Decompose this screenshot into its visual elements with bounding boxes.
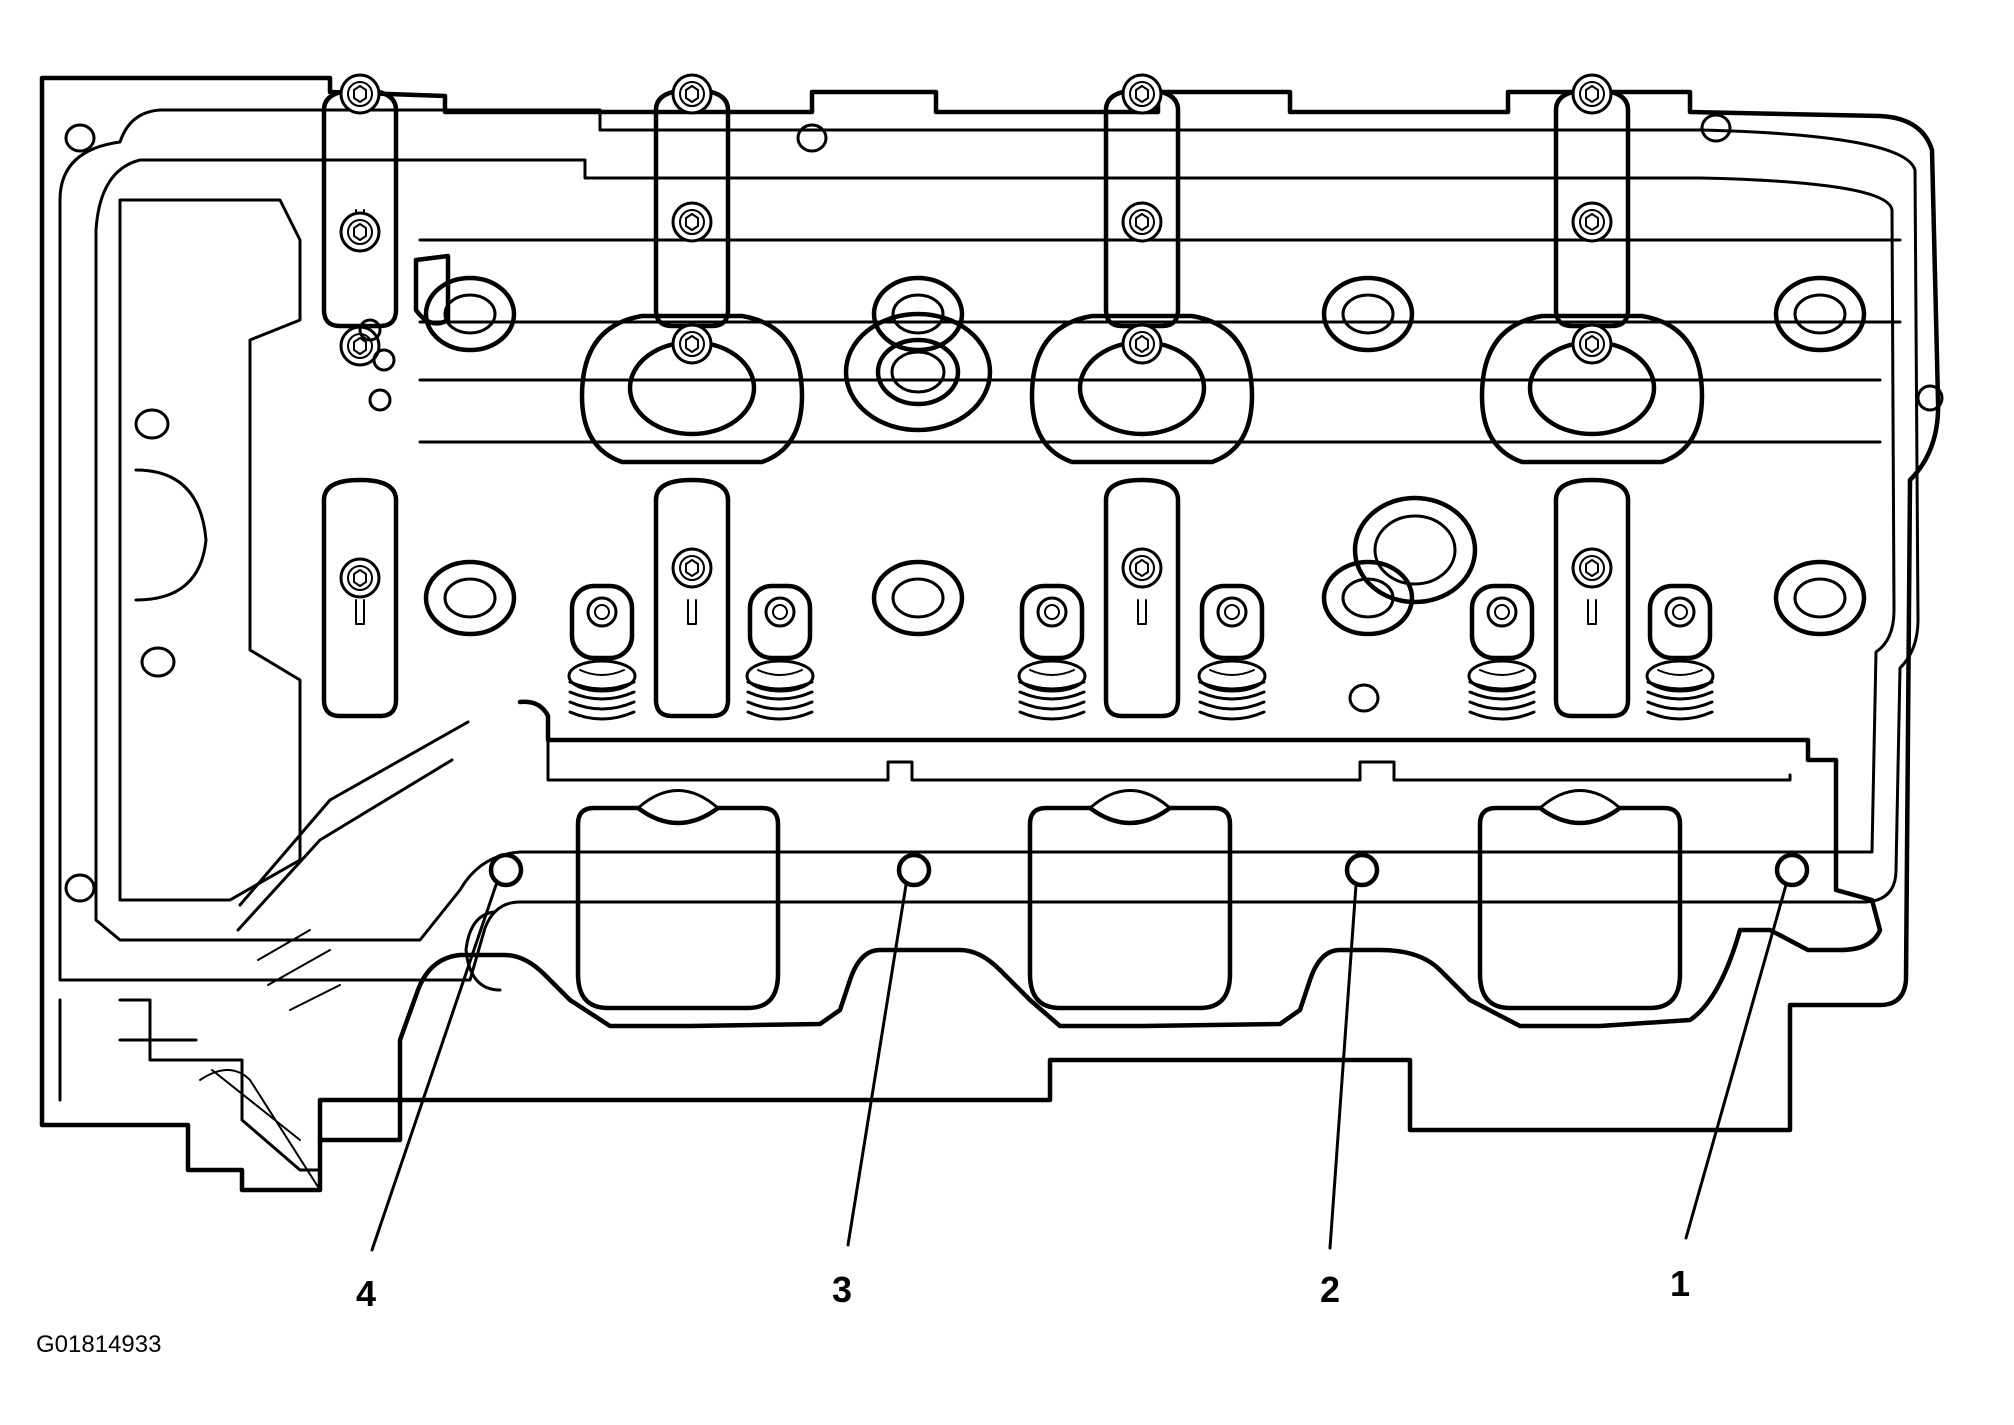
manifold-stud-hole-2: [1347, 855, 1377, 885]
callout-3: 3: [832, 1269, 852, 1310]
figure-id: G01814933: [36, 1331, 161, 1358]
camshaft-cap-left: [324, 90, 396, 716]
manifold-stud-hole-3: [899, 855, 929, 885]
manifold-stud-hole-4: [491, 855, 521, 885]
leader-line-3: [846, 883, 908, 1247]
leader-line-4: [370, 883, 498, 1252]
callout-2: 2: [1320, 1269, 1340, 1310]
callout-4: 4: [356, 1273, 376, 1314]
manifold-stud-hole-1: [1777, 855, 1807, 885]
exhaust-port-2: [1480, 791, 1680, 1009]
exhaust-port-3: [1030, 791, 1230, 1009]
exhaust-port-4: [578, 791, 778, 1009]
leader-line-1: [1684, 883, 1788, 1240]
callout-1: 1: [1670, 1263, 1690, 1304]
leader-line-2: [1328, 883, 1358, 1250]
